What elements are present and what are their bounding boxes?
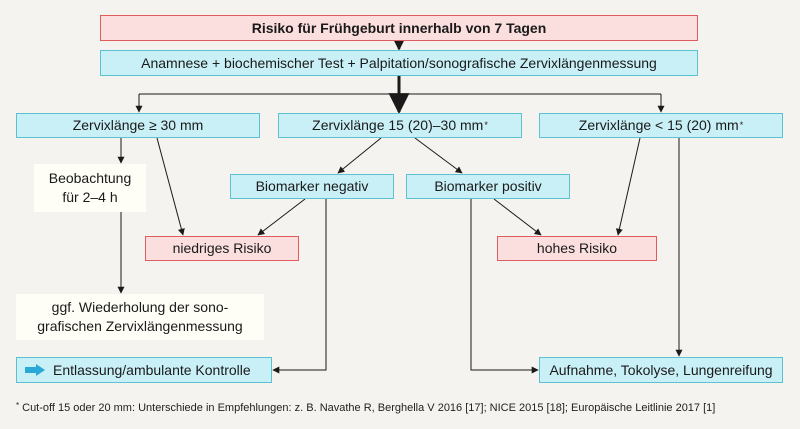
- arrow-mid-to-positive: [414, 137, 463, 174]
- biomarker-positive-box: Biomarker positiv: [406, 174, 570, 199]
- repeat-line-2: grafischen Zervixlängenmessung: [37, 318, 243, 334]
- low-risk-text: niedriges Risiko: [172, 240, 272, 256]
- cervix-lt15-box: Zervixlänge < 15 (20) mm *: [539, 113, 783, 138]
- arrow-ge30-to-lowrisk: [156, 137, 185, 236]
- assessment-box: Anamnese + biochemischer Test + Palpitat…: [100, 50, 698, 76]
- observation-line-2: für 2–4 h: [62, 189, 118, 205]
- observation-line-1: Beobachtung: [48, 170, 132, 186]
- arrow-right-icon: [25, 364, 45, 376]
- repeat-measurement-box: ggf. Wiederholung der sono- grafischen Z…: [16, 294, 264, 340]
- cervix-lt15-footnote-mark: *: [739, 120, 744, 130]
- biomarker-negative-box: Biomarker negativ: [230, 174, 394, 199]
- discharge-box: Entlassung/ambulante Kontrolle: [16, 357, 272, 383]
- arrow-lt15-to-highrisk: [615, 137, 641, 236]
- repeat-line-1: ggf. Wiederholung der sono-: [51, 299, 229, 315]
- arrow-positive-to-admission: [470, 199, 539, 374]
- cervix-ge30-box: Zervixlänge ≥ 30 mm: [16, 113, 260, 138]
- cervix-mid-text: Zervixlänge 15 (20)–30 mm: [312, 117, 484, 133]
- biomarker-positive-text: Biomarker positiv: [434, 178, 542, 194]
- observation-box: Beobachtung für 2–4 h: [34, 164, 146, 212]
- admission-text: Aufnahme, Tokolyse, Lungenreifung: [549, 361, 773, 378]
- cervix-mid-box: Zervixlänge 15 (20)–30 mm *: [278, 113, 522, 138]
- arrow-positive-to-highrisk: [493, 198, 542, 236]
- discharge-text: Entlassung/ambulante Kontrolle: [53, 361, 251, 378]
- title-text: Risiko für Frühgeburt innerhalb von 7 Ta…: [251, 19, 547, 36]
- cervix-lt15-text: Zervixlänge < 15 (20) mm: [578, 117, 739, 133]
- assessment-text: Anamnese + biochemischer Test + Palpitat…: [141, 54, 657, 71]
- arrow-negative-to-lowrisk: [257, 198, 306, 236]
- title-box: Risiko für Frühgeburt innerhalb von 7 Ta…: [100, 15, 698, 41]
- high-risk-text: hohes Risiko: [536, 240, 618, 256]
- arrow-mid-to-negative: [337, 137, 382, 174]
- footnote-mark: *: [16, 401, 20, 410]
- high-risk-box: hohes Risiko: [497, 236, 657, 261]
- biomarker-negative-text: Biomarker negativ: [255, 178, 369, 194]
- admission-box: Aufnahme, Tokolyse, Lungenreifung: [539, 357, 783, 383]
- low-risk-box: niedriges Risiko: [145, 236, 299, 261]
- footnote-text: Cut-off 15 oder 20 mm: Unterschiede in E…: [22, 402, 716, 414]
- cervix-mid-footnote-mark: *: [484, 120, 488, 130]
- arrow-negative-to-discharge: [272, 199, 327, 374]
- cervix-ge30-text: Zervixlänge ≥ 30 mm: [72, 117, 204, 133]
- footnote: *Cut-off 15 oder 20 mm: Unterschiede in …: [16, 401, 715, 414]
